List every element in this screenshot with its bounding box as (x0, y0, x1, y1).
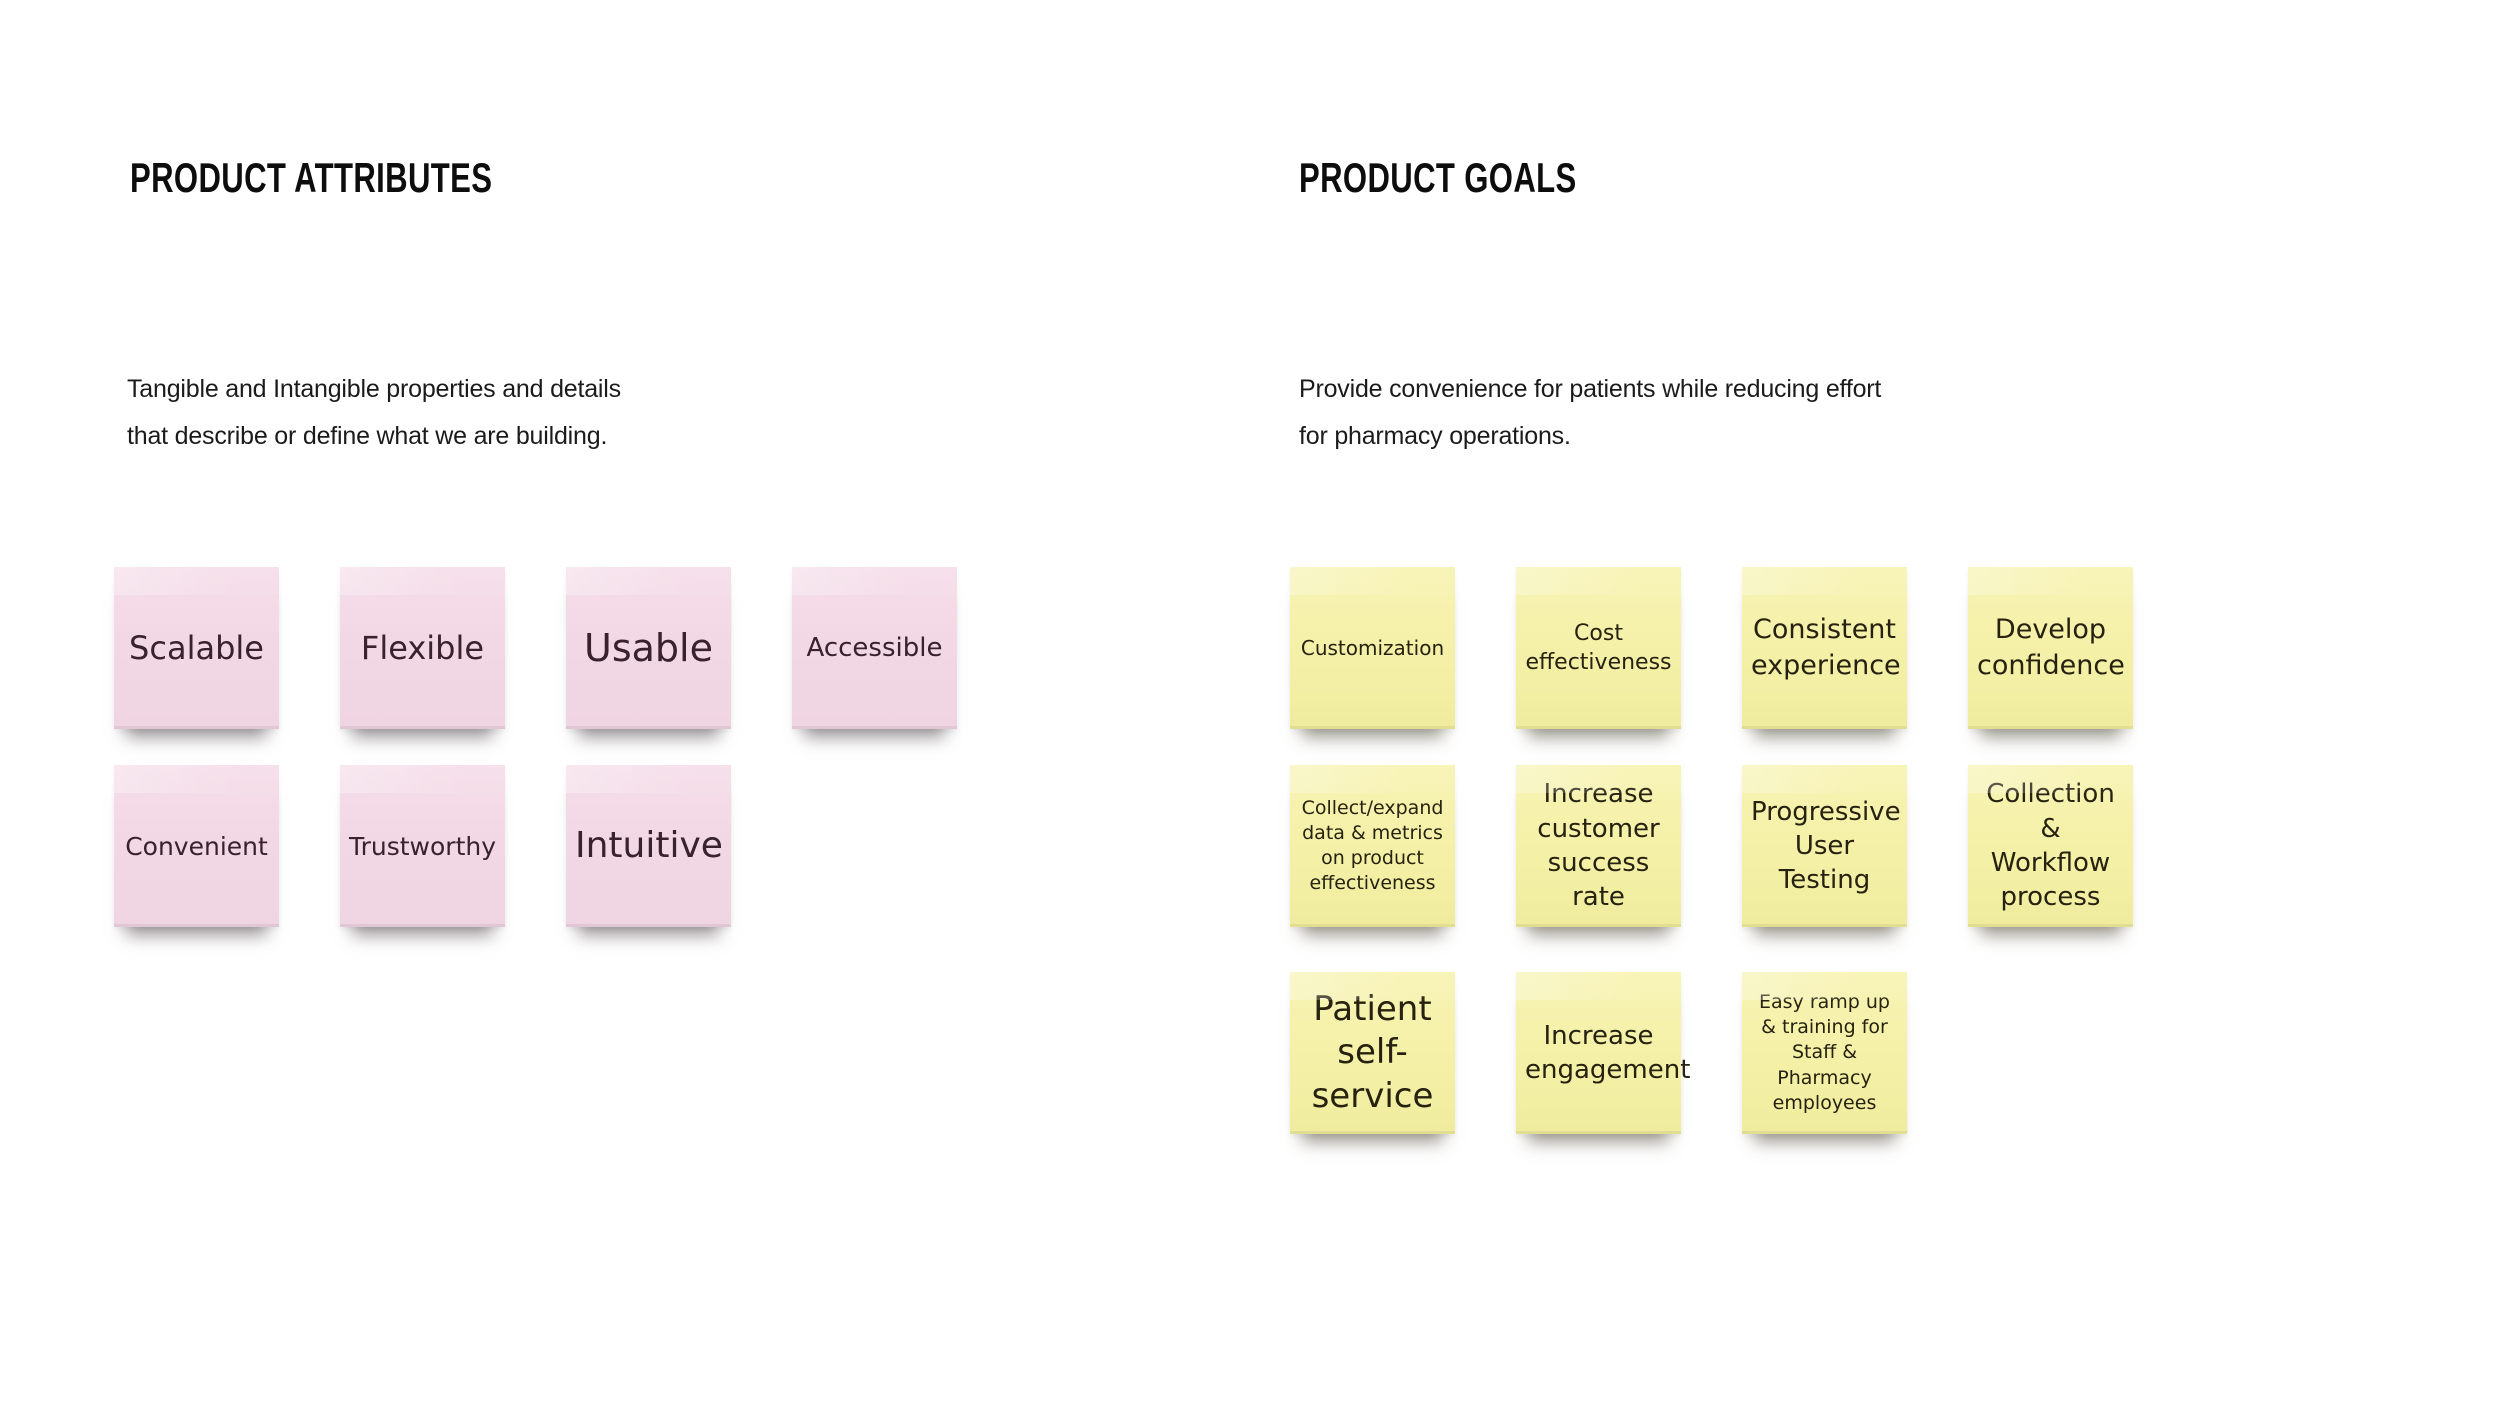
description-line: Tangible and Intangible properties and d… (127, 375, 621, 403)
sticky-note-patient-self-service[interactable]: Patient self-service (1290, 972, 1455, 1134)
sticky-note-text: Collect/expand data & metrics on product… (1301, 796, 1444, 895)
sticky-note-accessible[interactable]: Accessible (792, 567, 957, 729)
sticky-note-convenient[interactable]: Convenient (114, 765, 279, 927)
sticky-note-text: Flexible (360, 628, 485, 667)
section-title-goals: PRODUCT GOALS (1299, 154, 1577, 202)
sticky-note-scalable[interactable]: Scalable (114, 567, 279, 729)
sticky-note-text: Patient self-service (1311, 988, 1434, 1116)
sticky-note-easy-ramp-up[interactable]: Easy ramp up & training for Staff & Phar… (1742, 972, 1907, 1134)
sticky-note-text: Develop confidence (1977, 614, 2125, 681)
sticky-note-collection-workflow[interactable]: Collection & Workflow process (1968, 765, 2133, 927)
sticky-note-consistent-experience[interactable]: Consistent experience (1742, 567, 1907, 729)
sticky-note-intuitive[interactable]: Intuitive (566, 765, 731, 927)
sticky-note-customization[interactable]: Customization (1290, 567, 1455, 729)
section-title-attributes: PRODUCT ATTRIBUTES (130, 154, 493, 202)
sticky-note-text: Progressive User Testing (1751, 796, 1901, 896)
sticky-note-progressive-user-testing[interactable]: Progressive User Testing (1742, 765, 1907, 927)
sticky-note-text: Intuitive (575, 825, 723, 867)
sticky-note-text: Customization (1300, 635, 1445, 660)
sticky-note-text: Cost effectiveness (1525, 620, 1672, 675)
sticky-note-cost-effectiveness[interactable]: Cost effectiveness (1516, 567, 1681, 729)
description-line: that describe or define what we are buil… (127, 422, 608, 450)
sticky-note-trustworthy[interactable]: Trustworthy (340, 765, 505, 927)
sticky-note-text: Trustworthy (349, 831, 497, 861)
sticky-note-increase-engagement[interactable]: Increase engagement (1516, 972, 1691, 1134)
description-line: for pharmacy operations. (1299, 422, 1571, 450)
sticky-note-text: Accessible (806, 632, 943, 663)
sticky-note-usable[interactable]: Usable (566, 567, 731, 729)
sticky-note-text: Easy ramp up & training for Staff & Phar… (1759, 991, 1890, 1114)
section-description-goals: Provide convenience for patients while r… (1299, 366, 1881, 460)
sticky-note-text: Increase engagement (1525, 1020, 1691, 1085)
sticky-note-develop-confidence[interactable]: Develop confidence (1968, 567, 2133, 729)
sticky-note-text: Collection & Workflow process (1986, 779, 2115, 913)
description-line: Provide convenience for patients while r… (1299, 375, 1882, 403)
sticky-note-text: Convenient (125, 831, 268, 861)
sticky-note-increase-customer-success[interactable]: Increase customer success rate (1516, 765, 1681, 927)
sticky-note-flexible[interactable]: Flexible (340, 567, 505, 729)
sticky-note-text: Consistent experience (1751, 614, 1901, 681)
section-description-attributes: Tangible and Intangible properties and d… (127, 366, 621, 460)
sticky-note-text: Usable (584, 625, 713, 670)
sticky-note-collect-expand-data[interactable]: Collect/expand data & metrics on product… (1290, 765, 1455, 927)
sticky-note-text: Increase customer success rate (1537, 779, 1660, 913)
sticky-note-text: Scalable (129, 628, 264, 667)
